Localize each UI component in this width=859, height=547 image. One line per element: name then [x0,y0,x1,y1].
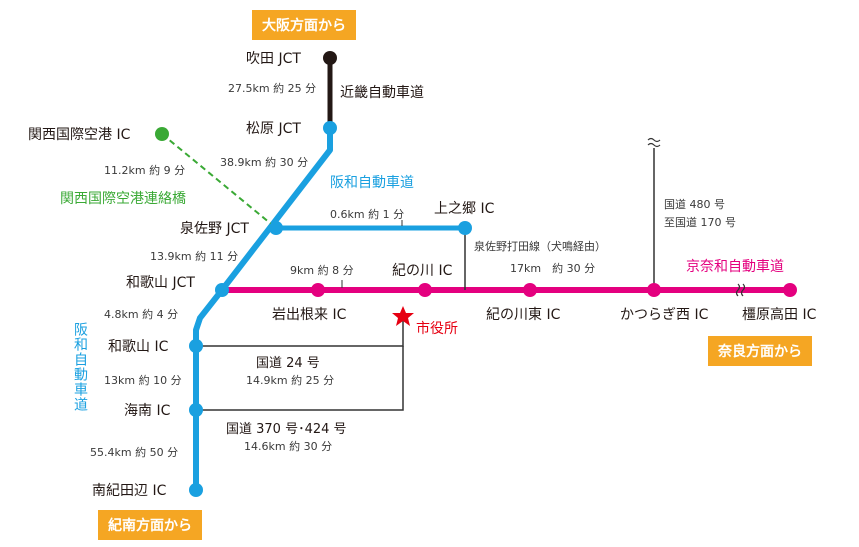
distance-kainan-minamikitanabe: 55.4km 約 50 分 [90,446,179,459]
matsubara-jct-label: 松原 JCT [246,121,301,137]
wavy-break-icon [735,283,746,297]
route370-line [196,346,404,411]
distance-wjct-wakayama-ic: 4.8km 約 4 分 [104,308,179,321]
kinokawa-ic-label: 紀の川 IC [392,263,453,279]
distance-kix-izumisano: 11.2km 約 9 分 [104,164,186,177]
kaminogo-ic-node[interactable] [458,221,472,235]
minamikitanabe-ic-label: 南紀田辺 IC [92,483,167,499]
distance-wakayama-kainan: 13km 約 10 分 [104,374,182,387]
suita-jct-label: 吹田 JCT [246,51,301,67]
izumisano-jct-label: 泉佐野 JCT [180,221,249,237]
suita-jct-node[interactable] [323,51,337,65]
hanwa-expressway-vertical-label: 阪和自動車道 [72,322,88,412]
wakayama-jct-label: 和歌山 JCT [126,275,195,291]
route370-label: 国道 370 号･424 号 [226,422,347,437]
izumisano-uchita-label: 泉佐野打田線（犬鳴経由） [474,240,606,253]
wakayama-ic-node[interactable] [189,339,203,353]
osaka-direction-badge: 大阪方面から [252,10,356,40]
cityhall-label: 市役所 [416,321,458,337]
distance-suita-matsubara: 27.5km 約 25 分 [228,82,317,95]
kinokawa-east-ic-label: 紀の川東 IC [486,307,561,323]
matsubara-jct-node[interactable] [323,121,337,135]
kix-ic-node[interactable] [155,127,169,141]
kaminogo-ic-label: 上之郷 IC [434,201,495,217]
minamikitanabe-ic-node[interactable] [189,483,203,497]
iwadenegoro-ic-node[interactable] [311,283,325,297]
route24-distance: 14.9km 約 25 分 [246,374,335,387]
kashihara-takada-ic-node[interactable] [783,283,797,297]
distance-izumisano-wakayama: 13.9km 約 11 分 [150,250,239,263]
nara-direction-badge: 奈良方面から [708,336,812,366]
route370-distance: 14.6km 約 30 分 [244,440,333,453]
wavy-break-icon [647,137,661,148]
hanwa-expressway-label: 阪和自動車道 [330,175,414,191]
kix-ic-label: 関西国際空港 IC [28,127,131,143]
distance-kaminogo-kinokawa: 17km 約 30 分 [510,262,596,275]
distance-matsubara-izumisano: 38.9km 約 30 分 [220,156,309,169]
wakayama-ic-label: 和歌山 IC [108,339,169,355]
airport-bridge-line [161,133,277,229]
route24-label: 国道 24 号 [256,356,320,371]
airport-bridge-label: 関西国際空港連絡橋 [60,191,186,207]
kainan-ic-node[interactable] [189,403,203,417]
star-icon [392,306,414,326]
kinokawa-ic-node[interactable] [418,283,432,297]
kinan-direction-badge: 紀南方面から [98,510,202,540]
kinki-expressway-label: 近畿自動車道 [340,85,424,101]
national-170-label: 至国道 170 号 [664,216,736,229]
distance-wakayama-iwade: 9km 約 8 分 [290,264,354,277]
kinokawa-east-ic-node[interactable] [523,283,537,297]
distance-izumisano-kaminogo: 0.6km 約 1 分 [330,208,405,221]
kashihara-takada-ic-label: 橿原高田 IC [742,307,817,323]
katsuragi-nishi-ic-node[interactable] [647,283,661,297]
hanwa-expressway-line [193,128,333,490]
katsuragi-nishi-ic-label: かつらぎ西 IC [620,307,709,323]
kainan-ic-label: 海南 IC [124,403,171,419]
keinawa-expressway-label: 京奈和自動車道 [686,259,784,275]
national-480-label: 国道 480 号 [664,198,725,211]
wakayama-jct-node[interactable] [215,283,229,297]
izumisano-jct-node[interactable] [269,221,283,235]
iwadenegoro-ic-label: 岩出根来 IC [272,307,347,323]
